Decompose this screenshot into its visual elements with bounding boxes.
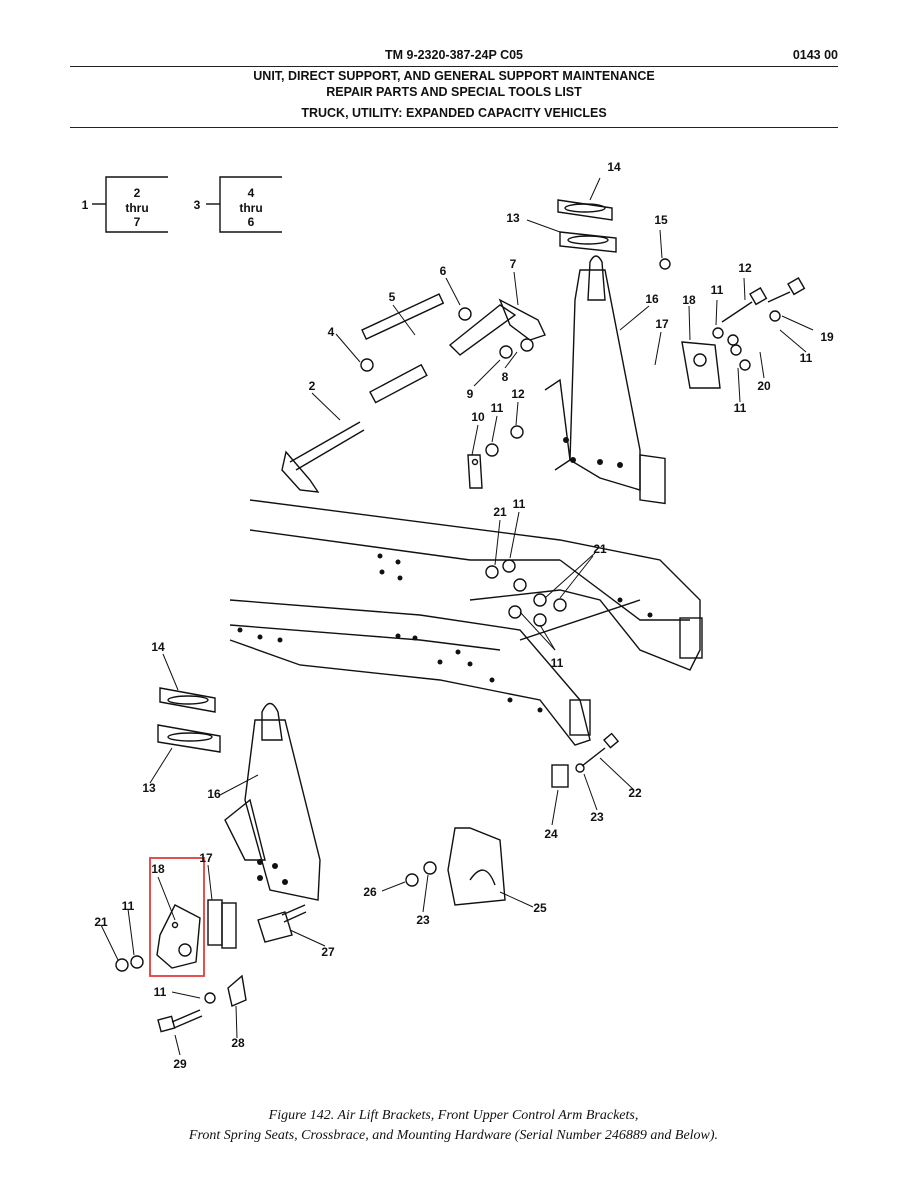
bolt-22-bracket-24 [551,732,620,788]
callout-11-d: 11 [491,401,504,415]
nuts-washers [115,258,751,972]
frame-rails [229,499,703,746]
box1-line3: 7 [134,215,141,229]
callout-25: 25 [533,901,547,915]
crossbrace [498,298,546,341]
box2-callout: 3 [194,198,201,212]
callout-20: 20 [757,379,771,393]
callout-13-bottom: 13 [142,781,156,795]
header-title-line3: TRUCK, UTILITY: EXPANDED CAPACITY VEHICL… [301,106,607,120]
callout-19: 19 [820,330,834,344]
callout-16-top: 16 [645,292,659,306]
header-title-line1: UNIT, DIRECT SUPPORT, AND GENERAL SUPPOR… [253,69,655,83]
callout-24: 24 [544,827,558,841]
callout-7: 7 [510,257,517,271]
spring-seat-plates-top [557,199,617,253]
callout-11-f: 11 [551,656,564,670]
box2-line2: thru [239,201,262,215]
breakdown-box-2: 3 4 thru 6 [194,176,282,233]
item-18-highlight [149,857,205,977]
frame-holes [237,553,653,713]
manual-code: TM 9-2320-387-24P C05 [384,48,524,62]
header-rule-bottom [70,127,838,128]
header-rule-top [70,66,838,67]
callout-29: 29 [173,1057,187,1071]
callout-4: 4 [328,325,335,339]
bolt-29-bracket-28 [157,974,247,1033]
callout-23-a: 23 [416,913,430,927]
callout-21-c: 21 [94,915,108,929]
bolt-27 [257,904,307,943]
callout-11-h: 11 [154,985,167,999]
callout-10: 10 [471,410,485,424]
exploded-parts-figure: 1 2 thru 7 3 4 thru 6 [82,160,834,1071]
bracket-18-bottom [156,904,201,969]
bracket-18-top [639,341,721,505]
box1-callout: 1 [82,198,89,212]
callout-23-b: 23 [590,810,604,824]
callout-14-top: 14 [607,160,621,174]
breakdown-box-1: 1 2 thru 7 [82,176,168,233]
leader-lines [100,177,814,1056]
bracket-10 [467,454,483,489]
header-title-line2: REPAIR PARTS AND SPECIAL TOOLS LIST [326,85,582,99]
callout-28: 28 [231,1036,245,1050]
callout-2: 2 [309,379,316,393]
callout-9: 9 [467,387,474,401]
callout-11-a: 11 [711,283,724,297]
callout-numbers: 14 13 15 12 7 6 5 4 16 17 18 11 19 11 20… [94,160,834,1071]
page-number: 0143 00 [792,48,838,62]
callout-22: 22 [628,786,642,800]
box2-line1: 4 [248,186,255,200]
shims-17 [207,899,237,949]
callout-21-b: 21 [593,542,607,556]
callout-14-bottom: 14 [151,640,165,654]
box2-line3: 6 [248,215,255,229]
figure-caption-line2: Front Spring Seats, Crossbrace, and Moun… [188,1128,719,1143]
spring-seat-plates-bottom [157,687,221,753]
callout-8: 8 [502,370,509,384]
upper-bracket-16 [544,255,641,491]
callout-16-bottom: 16 [207,787,221,801]
callout-15: 15 [654,213,668,227]
callout-6: 6 [440,264,447,278]
callout-17-top: 17 [655,317,669,331]
callout-13-top: 13 [506,211,520,225]
callout-5: 5 [389,290,396,304]
callout-11-g: 11 [122,899,135,913]
callout-12-mid: 12 [511,387,525,401]
bolts-right-top [712,277,806,346]
box1-line1: 2 [134,186,141,200]
callout-21-a: 21 [493,505,507,519]
callout-11-e: 11 [513,497,526,511]
box1-line2: thru [125,201,148,215]
callout-18-bottom: 18 [151,862,165,876]
callout-11-c: 11 [734,401,747,415]
callout-27: 27 [321,945,335,959]
figure-caption-line1: Figure 142. Air Lift Brackets, Front Upp… [268,1108,639,1123]
callout-11-b: 11 [800,351,813,365]
callout-18-top: 18 [682,293,696,307]
callout-26: 26 [363,885,377,899]
upper-bracket-16-lower [224,702,321,901]
callout-17-bottom: 17 [199,851,213,865]
callout-12-top: 12 [738,261,752,275]
bracket-25 [447,827,506,906]
header-bar: TM 9-2320-387-24P C05 0143 00 [70,46,838,66]
